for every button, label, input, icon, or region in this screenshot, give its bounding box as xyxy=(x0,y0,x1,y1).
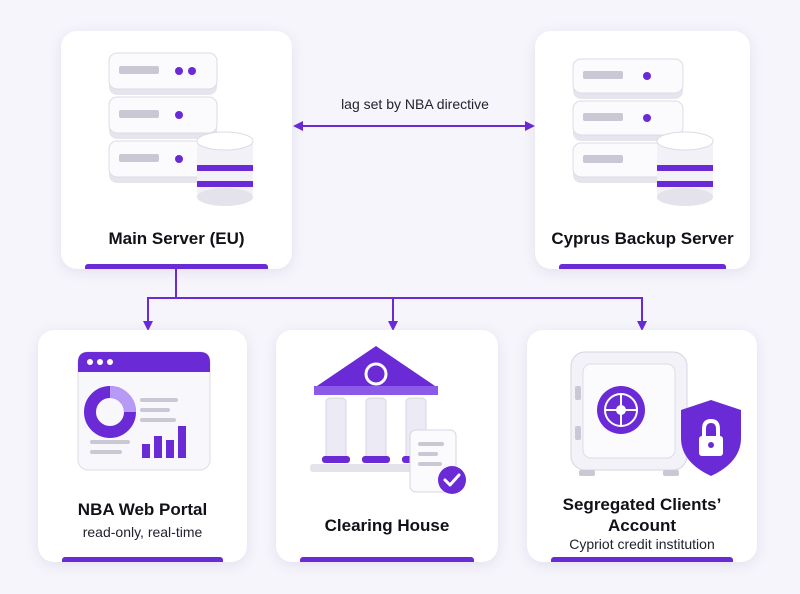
clearing-house-title: Clearing House xyxy=(324,516,450,535)
backup-server-node[interactable]: Cyprus Backup Server xyxy=(535,31,750,269)
clearing-house-node[interactable]: Clearing House xyxy=(276,330,498,562)
main-server-accent-bar xyxy=(85,264,268,269)
web-portal-node[interactable]: NBA Web Portal read-only, real-time xyxy=(38,330,247,562)
main-server-title: Main Server (EU) xyxy=(108,229,245,248)
backup-server-accent-bar xyxy=(559,264,726,269)
segregated-account-title: Segregated Clients’ Account xyxy=(562,495,722,535)
server-database-icon xyxy=(108,52,254,206)
dashboard-window-icon xyxy=(77,351,211,471)
backup-server-title: Cyprus Backup Server xyxy=(551,229,734,248)
clearing-house-accent-bar xyxy=(300,557,474,562)
segregated-account-accent-bar xyxy=(551,557,733,562)
web-portal-title: NBA Web Portal xyxy=(77,500,208,519)
segregated-account-subtitle: Cypriot credit institution xyxy=(569,536,715,552)
main-server-node[interactable]: Main Server (EU) xyxy=(61,31,292,269)
web-portal-accent-bar xyxy=(62,557,223,562)
replication-label: lag set by NBA directive xyxy=(341,96,489,112)
web-portal-subtitle: read-only, real-time xyxy=(82,524,203,540)
server-database-icon xyxy=(572,58,714,206)
bank-building-icon xyxy=(310,346,466,494)
safe-shield-icon xyxy=(570,351,741,476)
segregated-account-node[interactable]: Segregated Clients’ Account Cypriot cred… xyxy=(527,330,757,562)
